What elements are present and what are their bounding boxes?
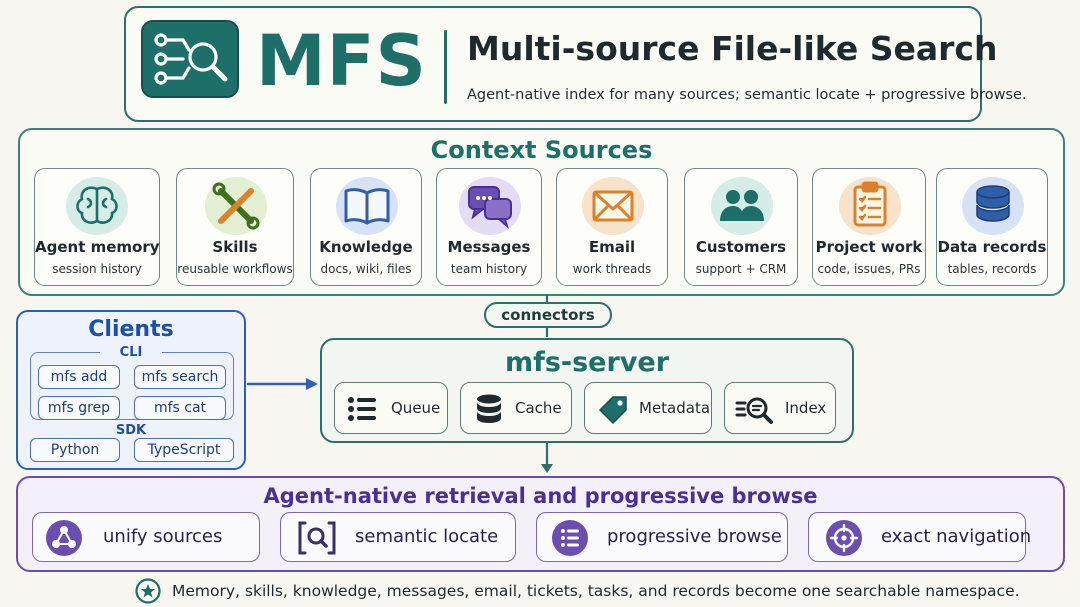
retrieval-title: Agent-native retrieval and progressive b…: [263, 484, 818, 508]
source-label: Customers: [695, 238, 787, 256]
sdk-python[interactable]: Python: [30, 438, 120, 462]
source-sub: work threads: [572, 262, 652, 276]
people-icon: [711, 177, 773, 235]
server-metadata: Metadata: [584, 382, 712, 434]
source-card-customers: Customers support + CRM: [684, 168, 798, 286]
list-icon: [348, 397, 376, 421]
server-queue: Queue: [334, 382, 448, 434]
connectors-pill: connectors: [484, 302, 612, 328]
clients-title: Clients: [88, 317, 174, 342]
retrieval-item-label: exact navigation: [881, 526, 1032, 547]
envelope-icon: [582, 177, 644, 235]
source-label: Skills: [212, 238, 258, 256]
cli-label: CLI: [100, 345, 162, 361]
source-label: Agent memory: [35, 238, 160, 256]
cli-command-search[interactable]: mfs search: [134, 365, 226, 389]
source-sub: session history: [52, 262, 142, 276]
server-item-label: Metadata: [639, 399, 711, 417]
source-sub: team history: [450, 262, 528, 276]
search-index-icon: [735, 397, 773, 424]
server-item-label: Queue: [391, 399, 441, 417]
brain-icon: [66, 177, 128, 235]
retrieval-item-label: semantic locate: [355, 526, 499, 547]
server-index: Index: [724, 382, 836, 434]
cli-command-add[interactable]: mfs add: [38, 365, 120, 389]
database-icon: [962, 177, 1024, 235]
logo-wordmark: MFS: [256, 20, 427, 102]
source-label: Messages: [447, 238, 531, 256]
book-icon: [336, 177, 398, 235]
retrieval-progressive-browse: progressive browse: [536, 512, 788, 562]
source-label: Project work: [815, 238, 923, 256]
source-card-knowledge: Knowledge docs, wiki, files: [310, 168, 422, 286]
star-icon: [135, 578, 161, 604]
list-icon: [552, 520, 588, 556]
context-sources-title: Context Sources: [430, 136, 653, 164]
retrieval-exact-navigation: exact navigation: [808, 512, 1031, 562]
source-card-email: Email work threads: [556, 168, 668, 286]
server-item-label: Cache: [515, 399, 562, 417]
source-sub: code, issues, PRs: [817, 262, 921, 276]
retrieval-item-label: progressive browse: [607, 526, 782, 547]
page-subtitle: Agent-native index for many sources; sem…: [467, 87, 1027, 103]
share-icon: [46, 520, 82, 556]
sdk-typescript[interactable]: TypeScript: [134, 438, 234, 462]
tools-icon: [205, 177, 267, 235]
header-panel: [124, 6, 982, 122]
server-item-label: Index: [785, 399, 827, 417]
footer-note: Memory, skills, knowledge, messages, ema…: [172, 582, 1020, 600]
database-icon: [477, 394, 501, 423]
source-card-agent-memory: Agent memory session history: [34, 168, 160, 286]
source-card-messages: Messages team history: [436, 168, 542, 286]
source-sub: tables, records: [947, 262, 1037, 276]
source-label: Email: [588, 238, 636, 256]
crosshair-icon: [826, 520, 862, 556]
source-label: Data records: [937, 238, 1047, 256]
page-title: Multi-source File-like Search: [467, 29, 998, 68]
tag-icon: [599, 396, 627, 424]
chat-icon: [459, 177, 521, 235]
server-title: mfs-server: [504, 347, 670, 378]
retrieval-unify-sources: unify sources: [32, 512, 260, 562]
sdk-label: SDK: [115, 423, 147, 438]
search-bracket-icon: [298, 521, 336, 555]
source-sub: support + CRM: [695, 262, 787, 276]
clipboard-icon: [839, 177, 901, 235]
source-card-skills: Skills reusable workflows: [176, 168, 294, 286]
logo-icon: [141, 20, 239, 98]
source-card-data-records: Data records tables, records: [936, 168, 1048, 286]
source-sub: docs, wiki, files: [320, 262, 412, 276]
retrieval-item-label: unify sources: [103, 526, 223, 547]
retrieval-semantic-locate: semantic locate: [280, 512, 516, 562]
source-label: Knowledge: [319, 238, 413, 256]
cli-command-cat[interactable]: mfs cat: [134, 396, 226, 420]
server-cache: Cache: [460, 382, 572, 434]
source-sub: reusable workflows: [177, 262, 293, 276]
header-divider: [444, 30, 447, 104]
cli-command-grep[interactable]: mfs grep: [38, 396, 120, 420]
source-card-project-work: Project work code, issues, PRs: [812, 168, 926, 286]
